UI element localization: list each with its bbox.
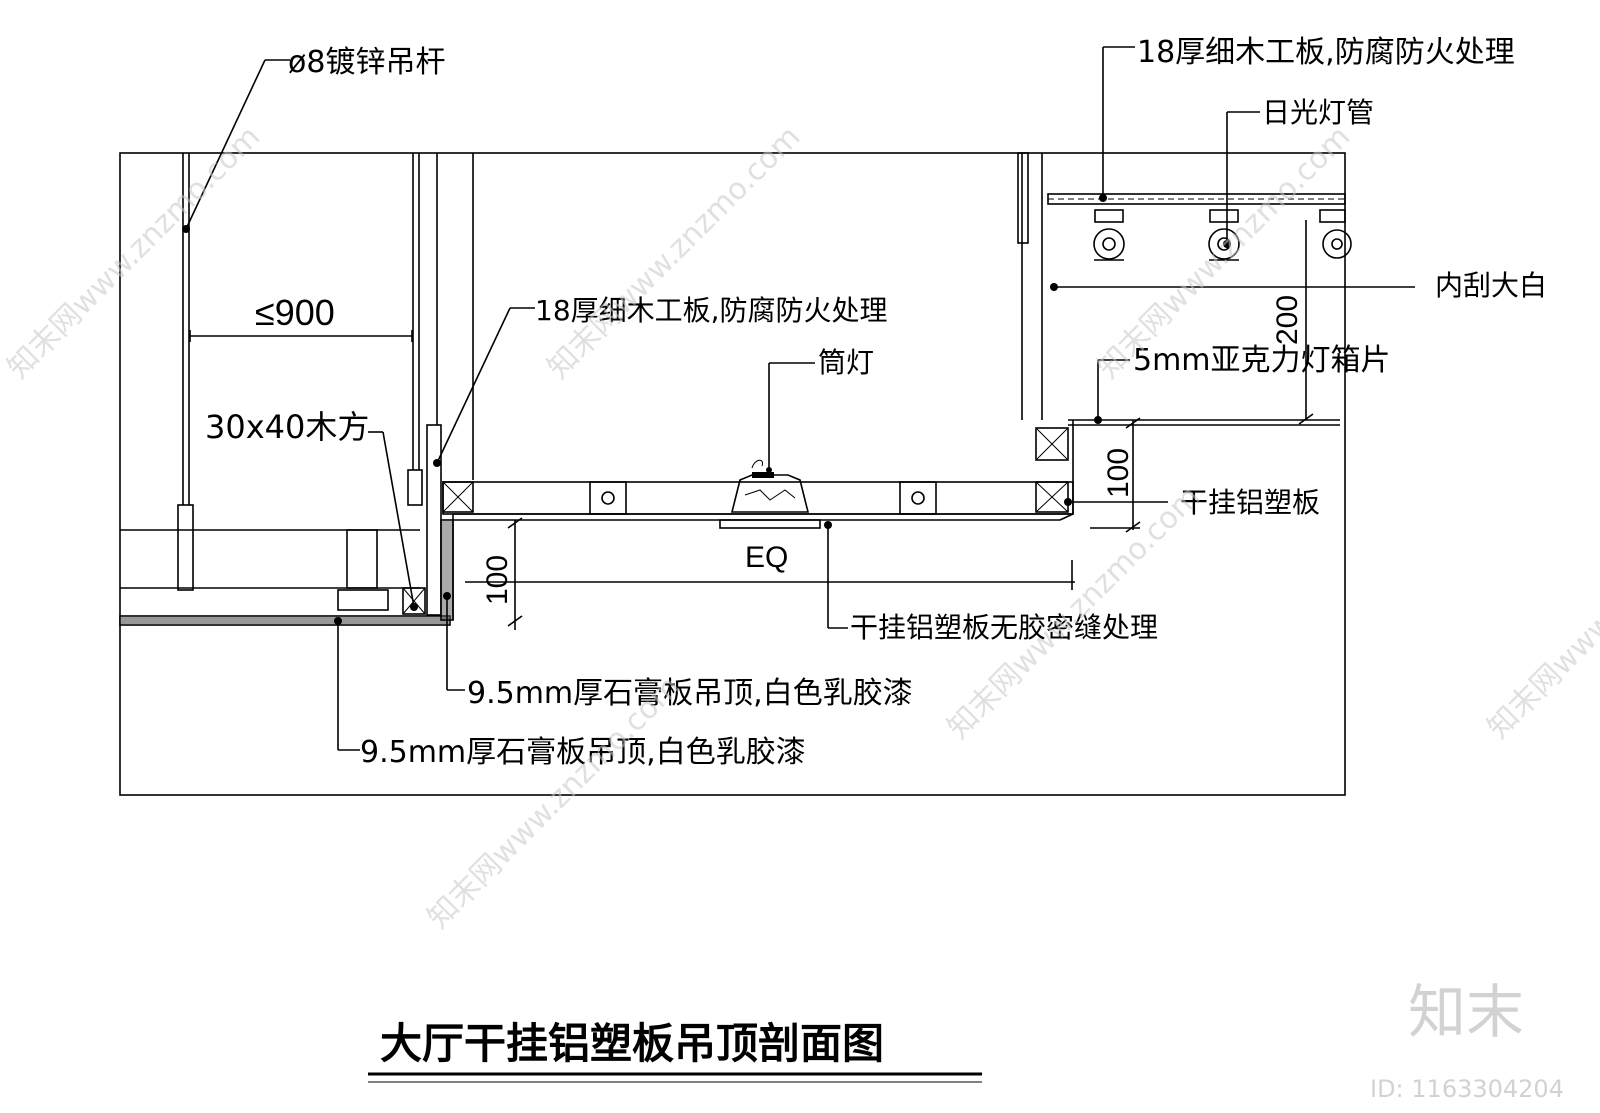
label-fluorescent: 日光灯管	[1262, 96, 1374, 129]
drawing-title: 大厅干挂铝塑板吊顶剖面图	[380, 1019, 884, 1068]
watermark-logo: 知末	[1408, 978, 1524, 1046]
fluorescent-tubes	[1093, 209, 1352, 261]
label-seam: 干挂铝塑板无胶密缝处理	[850, 611, 1158, 644]
hanger-rods	[177, 152, 1043, 591]
label-dim-200: 200	[1271, 295, 1304, 345]
aluminum-tray	[442, 419, 1340, 620]
label-downlight: 筒灯	[818, 346, 874, 379]
left-ceiling	[119, 529, 451, 626]
label-acrylic: 5mm亚克力灯箱片	[1133, 343, 1391, 378]
label-spacing: ≤900	[255, 292, 335, 333]
label-putty: 内刮大白	[1435, 269, 1547, 302]
downlight-fixture	[719, 459, 821, 529]
left-vertical-board	[426, 424, 454, 621]
drawing-frame	[119, 152, 1346, 796]
label-wood-stud: 30x40木方	[205, 408, 369, 446]
label-eq: EQ	[745, 541, 788, 574]
watermark-text: 知末网www.znzmo.com	[1, 119, 267, 385]
label-dim-100-right: 100	[1102, 448, 1135, 498]
dimensions	[189, 220, 1314, 630]
label-rod: ø8镀锌吊杆	[288, 45, 445, 80]
watermark-text: 知末网www.znzmo.com	[1481, 479, 1600, 745]
label-aluminum: 干挂铝塑板	[1180, 486, 1320, 519]
label-gypsum-1: 9.5mm厚石膏板吊顶,白色乳胶漆	[467, 676, 913, 711]
watermark: 知末网www.znzmo.com 知末网www.znzmo.com 知末网www…	[1, 119, 1600, 1103]
label-dim-100-left: 100	[481, 555, 514, 605]
label-gypsum-2: 9.5mm厚石膏板吊顶,白色乳胶漆	[360, 735, 806, 770]
label-board-right: 18厚细木工板,防腐防火处理	[1137, 35, 1515, 70]
label-board-left: 18厚细木工板,防腐防火处理	[535, 294, 888, 327]
light-box	[1047, 193, 1352, 261]
watermark-id: ID: 1163304204	[1370, 1075, 1564, 1103]
leaders	[182, 46, 1415, 751]
watermark-text: 知末网www.znzmo.com	[541, 119, 807, 385]
